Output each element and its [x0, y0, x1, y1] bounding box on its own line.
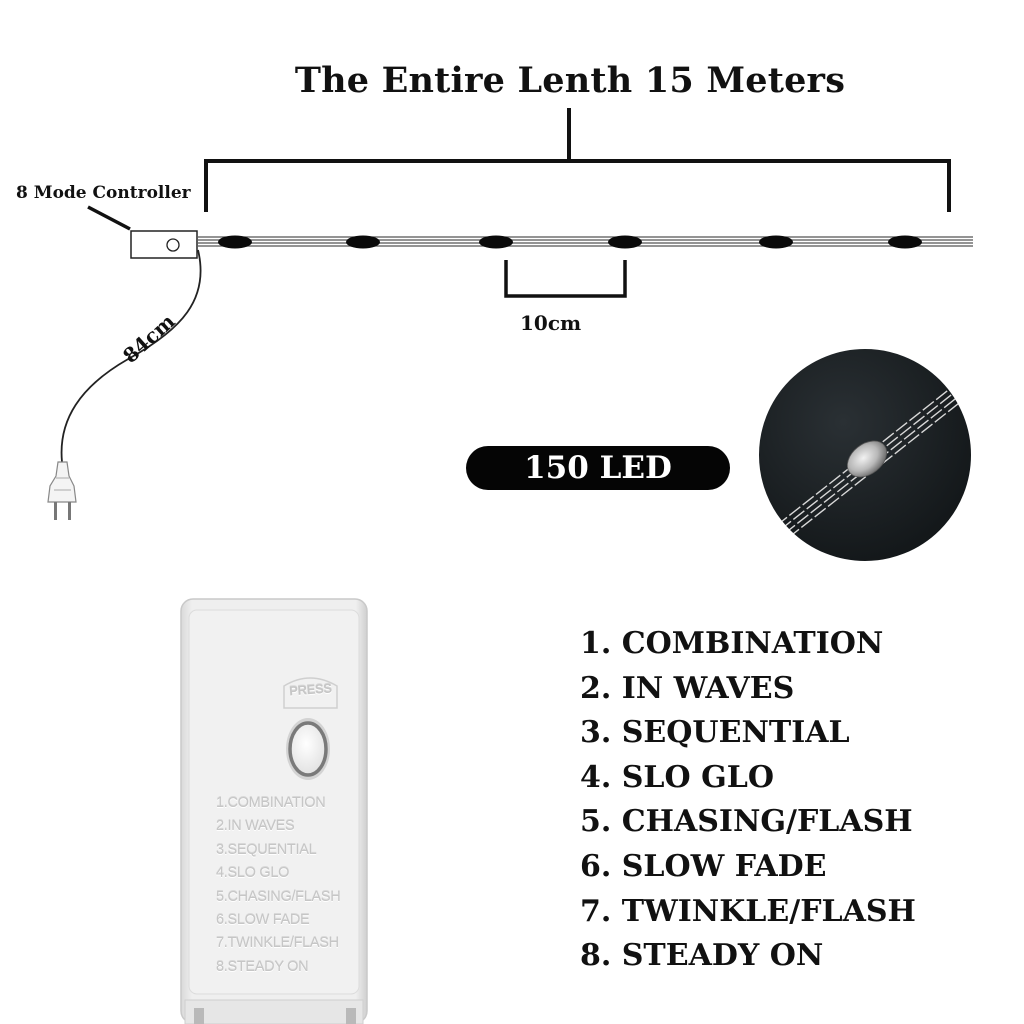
length-bracket — [204, 108, 951, 212]
controller-device: PRESS 1.COMBINATION 2.IN WAVES 3.SEQUENT… — [180, 598, 368, 1024]
controller-label: 8 Mode Controller — [16, 183, 191, 203]
controller-mode-text: 2.IN WAVES — [216, 818, 295, 835]
controller-mode-text: 1.COMBINATION — [216, 795, 326, 811]
plug-icon — [47, 461, 77, 520]
led-count-label: 150 LED — [524, 450, 672, 486]
mode-item: 3. SEQUENTIAL — [580, 715, 850, 751]
mode-item: 8. STEADY ON — [580, 938, 824, 974]
spacing-bracket — [504, 260, 627, 298]
controller-mode-text: 4.SLO GLO — [216, 865, 290, 882]
led-bead — [218, 235, 252, 249]
led-bead — [346, 235, 380, 249]
mode-item: 1. COMBINATION — [580, 626, 884, 661]
mode-item: 5. CHASING/FLASH — [580, 804, 913, 840]
controller-mode-text: 3.SEQUENTIAL — [216, 841, 317, 858]
led-beads — [218, 235, 922, 249]
controller-button-icon — [166, 238, 180, 252]
controller-mode-text: 7.TWINKLE/FLASH — [216, 935, 339, 952]
diagram-title: The Entire Lenth 15 Meters — [294, 60, 846, 101]
mode-item: 2. IN WAVES — [580, 670, 795, 706]
led-bead — [479, 235, 513, 249]
controller-mode-text: 6.SLOW FADE — [216, 912, 310, 929]
controller-mode-list: 1.COMBINATION 2.IN WAVES 3.SEQUENTIAL 4.… — [216, 792, 341, 979]
power-cable — [60, 249, 202, 463]
led-count-badge — [466, 446, 730, 490]
mode-item: 4. SLO GLO — [580, 759, 774, 795]
light-wire — [198, 236, 973, 247]
press-label: PRESS — [288, 680, 333, 699]
controller-mode-text: 8.STEADY ON — [216, 958, 309, 975]
led-bead — [759, 235, 793, 249]
mode-button — [288, 721, 328, 777]
controller-mode-text: 5.CHASING/FLASH — [216, 888, 341, 905]
mode-list: 1. COMBINATION 2. IN WAVES 3. SEQUENTIAL… — [580, 622, 916, 979]
controller-box — [130, 230, 198, 259]
controller-body — [180, 598, 368, 1024]
led-bead-closeup — [846, 440, 888, 478]
mode-item: 7. TWINKLE/FLASH — [580, 893, 916, 929]
mode-item: 6. SLOW FADE — [580, 848, 827, 884]
string-light-diagram — [47, 108, 973, 520]
controller-pointer — [87, 205, 131, 231]
led-closeup-photo — [757, 347, 973, 563]
spacing-label: 10cm — [520, 311, 582, 335]
led-bead — [888, 235, 922, 249]
led-bead — [608, 235, 642, 249]
